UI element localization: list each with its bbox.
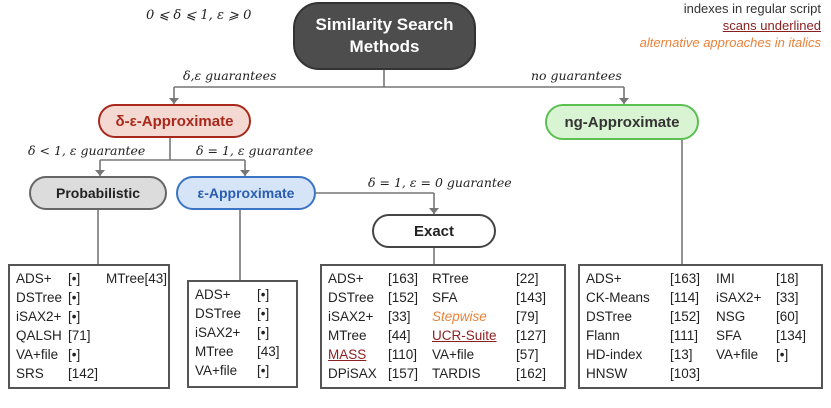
list-item: DSTree[•] [195,306,270,321]
ng-approximate-list: ADS+[163]IMI[18] CK-Means[114]iSAX2+[33]… [578,264,823,389]
list-item: MTree[43] [195,344,280,359]
list-item: MASS[110]VA+file[57] [328,347,539,362]
edge-label-no-guarantees: no guarantees [531,68,622,83]
legend-alternative: alternative approaches in italics [639,35,821,50]
de-approximate-node: δ-ε-Approximate [98,104,251,138]
list-item: DSTree[152]SFA[143] [328,290,547,305]
list-item: SRS[142] [16,366,99,381]
list-item: iSAX2+[•] [195,325,270,340]
list-item: ADS+[•] [195,287,270,302]
list-item: ADS+[•] [16,271,81,286]
e-approximate-node: ε-Approximate [176,176,316,210]
list-item: DSTree[152]NSG[60] [586,309,799,324]
constraint-label: 0 ⩽ δ ⩽ 1, ε ⩾ 0 [146,8,252,23]
list-item: CK-Means[114]iSAX2+[33] [586,290,799,305]
edge-label-de-guarantees: δ,ε guarantees [183,68,277,83]
list-item: MTree[43] [106,271,168,286]
list-item: DPiSAX[157]TARDIS[162] [328,366,547,381]
edge-label-probabilistic: δ < 1, ε guarantee [28,143,146,158]
list-item: QALSH[71] [16,328,91,343]
list-item: iSAX2+[•] [16,309,81,324]
list-item: MTree[44]UCR-Suite[127] [328,328,547,343]
list-item: DSTree[•] [16,290,81,305]
root-title-line2: Methods [349,37,420,56]
e-approximate-list: ADS+[•] DSTree[•] iSAX2+[•] MTree[43] VA… [187,280,298,388]
probabilistic-list: MTree[43] ADS+[•] DSTree[•] iSAX2+[•] QA… [8,264,170,389]
list-item: iSAX2+[33]Stepwise[79] [328,309,539,324]
root-title-line1: Similarity Search [315,15,454,34]
legend-regular: indexes in regular script [683,1,821,16]
list-item: VA+file[•] [195,363,270,378]
list-item: ADS+[163]IMI[18] [586,271,799,286]
edge-label-exact: δ = 1, ε = 0 guarantee [368,175,512,190]
root-node: Similarity Search Methods [293,2,476,70]
ng-approximate-node: ng-Approximate [545,104,699,140]
exact-node: Exact [372,214,496,248]
list-item: Flann[111]SFA[134] [586,328,807,343]
legend: indexes in regular script scans underlin… [640,0,821,51]
list-item: HNSW[103] [586,366,701,381]
edge-label-e-approximate: δ = 1, ε guarantee [196,143,314,158]
list-item: ADS+[163]RTree[22] [328,271,539,286]
list-item: HD-index[13]VA+file[•] [586,347,789,362]
legend-scans: scans underlined [722,18,821,33]
list-item: VA+file[•] [16,347,81,362]
probabilistic-node: Probabilistic [29,176,167,210]
exact-list: ADS+[163]RTree[22] DSTree[152]SFA[143] i… [320,264,566,389]
